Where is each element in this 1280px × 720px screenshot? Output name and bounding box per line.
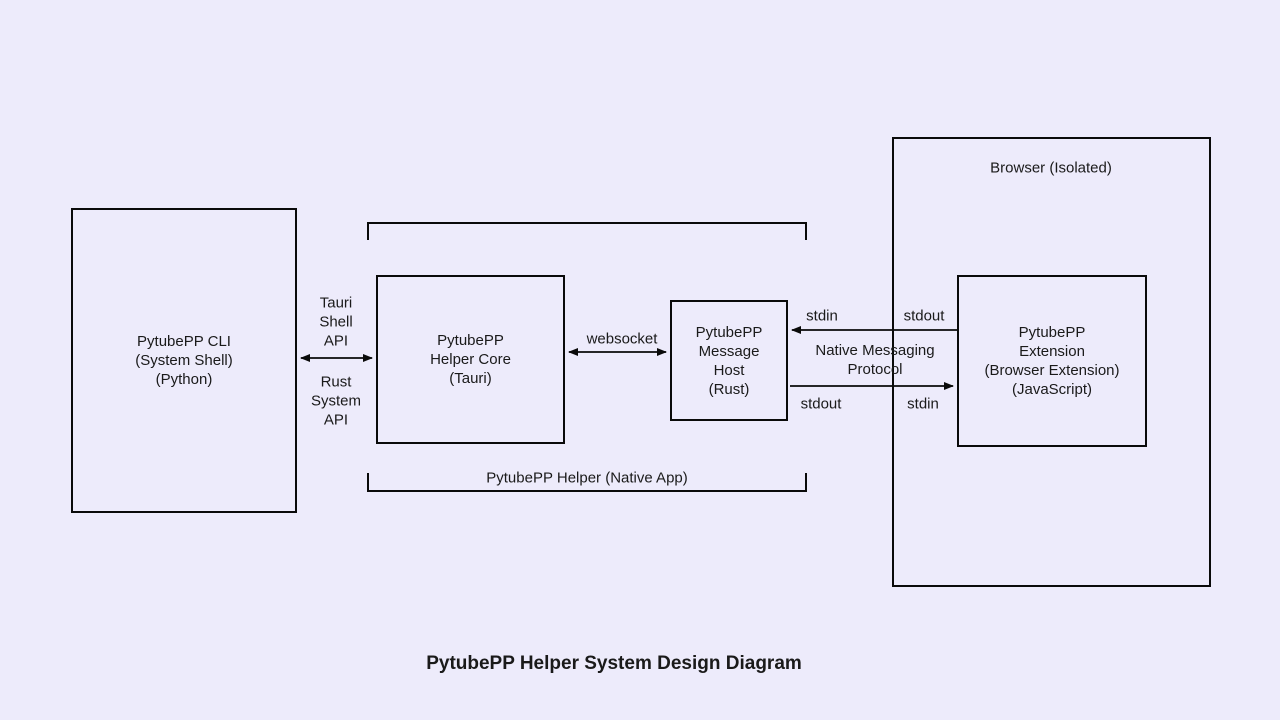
native-app-bracket-top	[367, 222, 807, 240]
extension-box: PytubePP Extension (Browser Extension) (…	[957, 275, 1147, 447]
stdin-bottom-label: stdin	[907, 395, 939, 413]
diagram-title: PytubePP Helper System Design Diagram	[426, 653, 802, 674]
message-host-box: PytubePP Message Host (Rust)	[670, 300, 788, 421]
helper-core-box-line: Helper Core	[430, 351, 511, 368]
message-host-box-line: PytubePP	[695, 323, 763, 341]
native-app-caption: PytubePP Helper (Native App)	[486, 469, 688, 487]
extension-box-line: (JavaScript)	[1011, 381, 1093, 398]
stdout-top-label: stdout	[903, 307, 945, 325]
message-host-box-line: Message	[698, 342, 760, 360]
helper-core-box-line: PytubePP	[437, 332, 504, 349]
browser-box-label: Browser (Isolated)	[990, 159, 1112, 177]
helper-core-box-line: (Tauri)	[449, 370, 492, 387]
extension-box-line: Extension	[1019, 343, 1085, 360]
browser-box	[892, 137, 1211, 587]
cli-box-line: (Python)	[155, 371, 213, 388]
cli-box-line: (System Shell)	[135, 352, 233, 369]
stdout-bottom-label: stdout	[800, 395, 842, 413]
rust-system-api-label: Rust System API	[310, 373, 362, 429]
cli-box-line: PytubePP CLI	[137, 333, 231, 350]
extension-box-line: PytubePP	[1018, 324, 1086, 341]
tauri-shell-api-label: Tauri Shell API	[319, 294, 353, 350]
stdin-top-label: stdin	[806, 307, 838, 325]
websocket-label: websocket	[586, 330, 658, 348]
message-host-box-line: Host	[713, 361, 745, 379]
message-host-box-line: (Rust)	[708, 380, 750, 398]
cli-box: PytubePP CLI (System Shell) (Python)	[71, 208, 297, 513]
extension-box-line: (Browser Extension)	[984, 362, 1120, 379]
helper-core-box: PytubePP Helper Core (Tauri)	[376, 275, 565, 444]
native-messaging-label: Native Messaging Protocol	[815, 342, 935, 378]
